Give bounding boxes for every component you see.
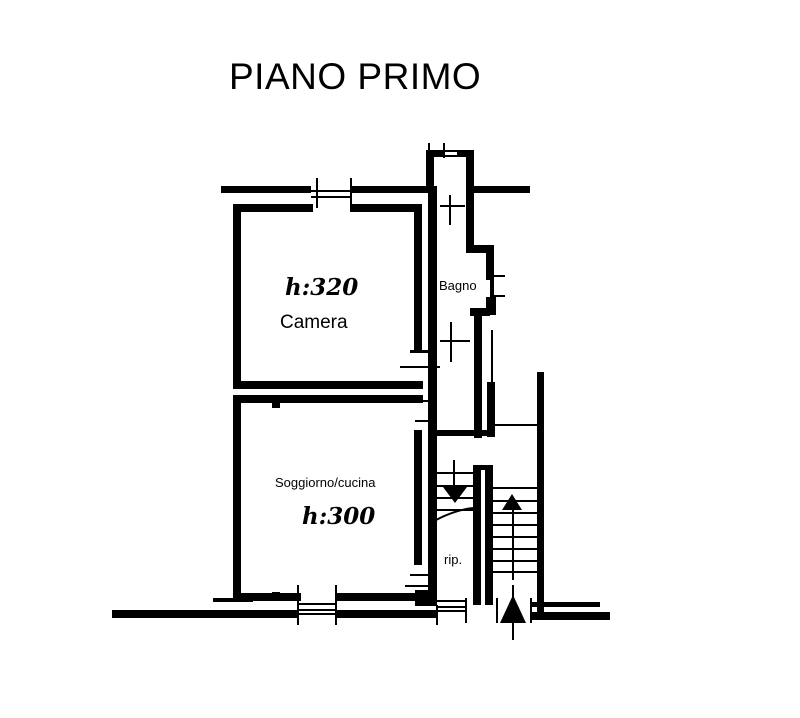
window <box>311 190 352 192</box>
wall <box>213 598 253 602</box>
stair-arrow-down <box>443 487 467 503</box>
window <box>311 196 352 198</box>
room-label-ripostiglio: rip. <box>444 552 463 567</box>
wall <box>221 186 311 193</box>
room-label-soggiorno: Soggiorno/cucina <box>275 475 376 490</box>
wall <box>233 395 241 600</box>
wall <box>112 610 298 618</box>
stair-arrow-up <box>502 494 522 510</box>
wall <box>414 430 422 565</box>
wall <box>426 150 434 190</box>
wall <box>466 245 494 253</box>
wall <box>537 372 544 612</box>
wall <box>350 204 422 212</box>
wall <box>487 382 495 437</box>
wall <box>473 465 481 605</box>
wall <box>415 590 437 606</box>
wall <box>336 593 418 601</box>
wall <box>233 204 241 389</box>
wall <box>530 602 600 607</box>
plan-title: PIANO PRIMO <box>229 56 482 97</box>
wall <box>485 465 493 605</box>
wall <box>233 381 423 389</box>
wall <box>336 610 436 618</box>
room-height-camera: h:320 <box>285 274 359 301</box>
wall <box>430 430 490 436</box>
wall <box>233 204 313 212</box>
wall <box>530 612 610 620</box>
room-height-soggiorno: h:300 <box>302 503 376 530</box>
wall <box>474 310 482 438</box>
wall <box>466 150 474 190</box>
wall <box>470 186 530 193</box>
wall <box>466 186 474 251</box>
wall <box>233 395 423 403</box>
wall <box>486 297 496 315</box>
wall <box>233 593 301 601</box>
wall <box>428 186 437 606</box>
wall <box>414 204 422 352</box>
room-label-camera: Camera <box>280 312 348 333</box>
wall <box>352 186 430 193</box>
room-label-bagno: Bagno <box>439 278 477 293</box>
